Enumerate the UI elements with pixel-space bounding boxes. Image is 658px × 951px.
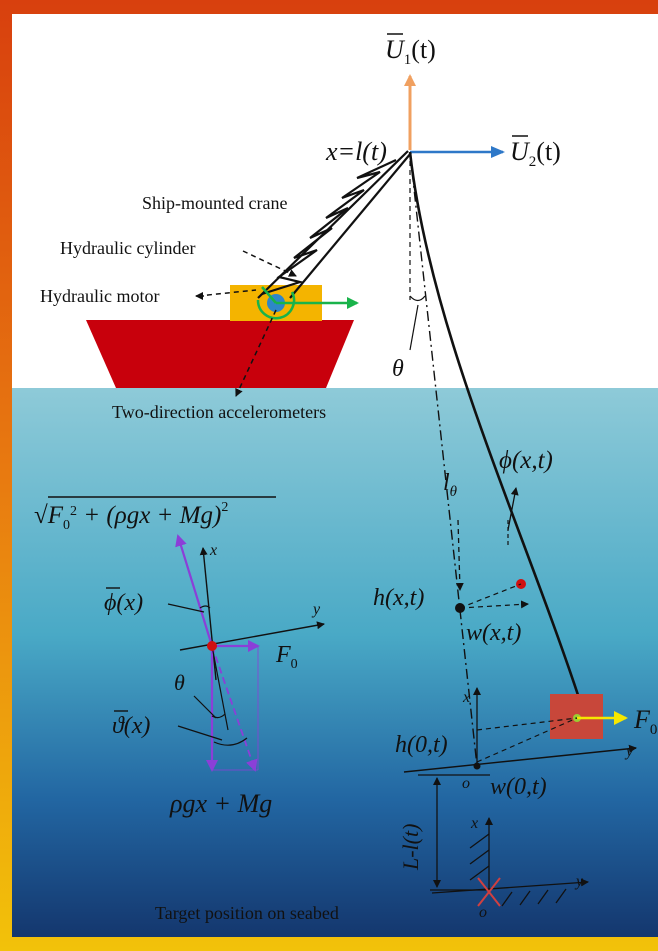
seabed-x-label: x bbox=[470, 815, 478, 832]
resultant-label: √F02 + (ρgx + Mg)2 bbox=[34, 500, 228, 533]
force-inset: √F02 + (ρgx + Mg)2 x y ϕ(x) θ ϑ(x) F0 ρg… bbox=[34, 496, 325, 818]
payload-dash-2 bbox=[476, 717, 578, 763]
vartheta-arc bbox=[213, 737, 248, 746]
theta-top-arc bbox=[409, 295, 426, 302]
seabed-o-label: o bbox=[479, 904, 487, 921]
hw-dash-2 bbox=[459, 600, 529, 609]
vartheta-label: ϑ(x) bbox=[112, 713, 150, 739]
force-U1-label: U1(t) bbox=[385, 35, 436, 68]
theta-inset-label: θ bbox=[174, 670, 185, 695]
seabed-hatch bbox=[469, 833, 567, 907]
payload-force-label: F0 bbox=[633, 705, 657, 738]
motor-leader bbox=[197, 289, 257, 297]
crane-label: Ship-mounted crane bbox=[142, 193, 287, 213]
local-x-label: x bbox=[462, 689, 470, 706]
force-U2-label: U2(t) bbox=[510, 137, 561, 170]
crane-boom bbox=[257, 150, 412, 299]
w-xt-label: w(x,t) bbox=[466, 620, 521, 646]
local-y-axis bbox=[403, 744, 637, 773]
accelerometer-arrow-y bbox=[261, 286, 277, 304]
chord-line bbox=[409, 151, 478, 767]
theta-top-leader bbox=[409, 304, 419, 351]
top-point-label: x=l(t) bbox=[325, 137, 387, 166]
w-0t-label: w(0,t) bbox=[490, 774, 547, 800]
phi-bar-leader bbox=[167, 603, 205, 613]
theta-inset-leader bbox=[193, 695, 217, 719]
sea-area bbox=[12, 388, 658, 937]
h-xt-label: h(x,t) bbox=[373, 585, 424, 611]
seabed-y-label: y bbox=[574, 873, 584, 890]
phi-bar-label: ϕ(x) bbox=[104, 590, 143, 616]
payload-dash-1 bbox=[476, 717, 578, 731]
seabed-y-axis bbox=[431, 878, 589, 894]
ship-hull bbox=[86, 320, 354, 388]
inset-center-dot bbox=[207, 641, 217, 651]
phi-xt-label: ϕ(x,t) bbox=[499, 447, 553, 474]
h-0t-label: h(0,t) bbox=[395, 732, 448, 758]
theta-top-label: θ bbox=[392, 356, 404, 382]
vartheta-leader bbox=[177, 725, 223, 741]
hw-dash-1 bbox=[459, 583, 522, 609]
inset-ref-line bbox=[211, 645, 229, 731]
l-theta-arrow bbox=[455, 519, 464, 591]
phi-tangent bbox=[507, 487, 519, 531]
resultant-arrow bbox=[175, 534, 214, 647]
dim-label: L-l(t) bbox=[398, 824, 423, 871]
accel-label: Two-direction accelerometers bbox=[112, 402, 326, 422]
cable bbox=[408, 151, 581, 699]
inset-y-axis bbox=[179, 621, 325, 651]
cylinder-label: Hydraulic cylinder bbox=[60, 238, 195, 258]
local-y-label: y bbox=[624, 743, 634, 760]
l-theta-label: lθ bbox=[443, 470, 458, 500]
theta-inset-arc bbox=[211, 713, 226, 719]
inset-x-label: x bbox=[209, 542, 217, 559]
target-cross-icon bbox=[477, 877, 501, 907]
accel-leader bbox=[235, 309, 277, 397]
inset-bottom-force-label: ρgx + Mg bbox=[169, 789, 272, 818]
inset-y-label: y bbox=[311, 601, 321, 618]
inset-F0-label: F0 bbox=[275, 642, 298, 672]
seabed-label: Target position on seabed bbox=[155, 903, 339, 923]
phi-bar-arc bbox=[199, 605, 211, 609]
origin-point bbox=[473, 762, 481, 770]
motor-label: Hydraulic motor bbox=[40, 286, 159, 306]
origin-label: o bbox=[462, 775, 470, 792]
cylinder-leader bbox=[242, 250, 297, 277]
